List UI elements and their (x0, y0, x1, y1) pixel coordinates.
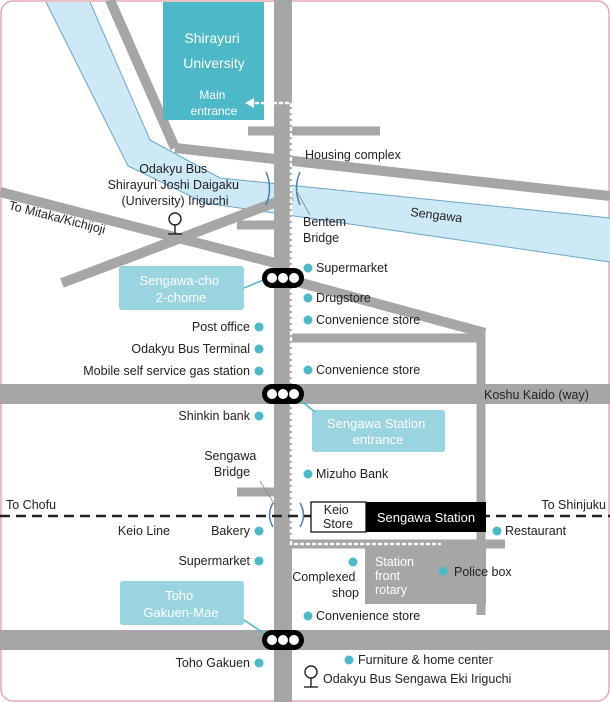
station-entrance-leader (299, 399, 316, 413)
supermarket-south-label: Supermarket (178, 554, 250, 568)
sengawa-bridge-leader (259, 480, 276, 506)
station-entrance-label: Sengawa Station entrance (327, 416, 429, 447)
main-entrance-label: Main entrance (191, 88, 238, 118)
convenience-store-2-label: Convenience store (316, 363, 420, 377)
to-chofu-label: To Chofu (6, 498, 56, 512)
convenience-store-3-label: Convenience store (316, 609, 420, 623)
rotary-label: Station front rotary (375, 555, 417, 597)
to-shinjuku-label: To Shinjuku (541, 498, 606, 512)
housing-complex-label: Housing complex (305, 148, 402, 162)
bentem-bridge-label: Bentem Bridge (303, 215, 350, 245)
toho-gakuen-mae-label: Toho Gakuen-Mae (143, 588, 218, 620)
bakery-label: Bakery (211, 524, 251, 538)
university-block (163, 2, 264, 120)
rotary-area (365, 548, 486, 604)
landmark-dot-icon (303, 293, 313, 303)
shinkin-bank-label: Shinkin bank (178, 409, 250, 423)
keio-line-label: Keio Line (118, 524, 170, 538)
sengawa-river (45, 1, 610, 263)
toho-leader (243, 619, 269, 637)
landmark-dot-icon (303, 611, 313, 621)
landmark-dot-icon (303, 469, 313, 479)
bentem-bridge-leader (295, 189, 311, 216)
odakyu-bus-eki-label: Odakyu Bus Sengawa Eki Iriguchi (323, 672, 511, 686)
landmark-dot-icon (438, 566, 448, 576)
landmark-dot-icon (348, 557, 358, 567)
bus-terminal-label: Odakyu Bus Terminal (131, 342, 250, 356)
gas-station-label: Mobile self service gas station (83, 364, 250, 378)
landmark-dot-icon (254, 366, 264, 376)
entrance-arrow-icon (245, 98, 254, 108)
bus-stop-icon (168, 212, 182, 235)
landmark-dot-icon (254, 658, 264, 668)
sengawa-cho-box (119, 266, 244, 310)
sengawa-cho-label: Sengawa-cho 2-chome (139, 273, 222, 305)
restaurant-label: Restaurant (505, 524, 567, 538)
station-entrance-box (312, 410, 445, 452)
landmark-dot-icon (254, 322, 264, 332)
keio-store-label: Keio Store (323, 503, 353, 531)
landmark-dot-icon (303, 365, 313, 375)
traffic-signal-icon (262, 268, 304, 288)
mizuho-bank-label: Mizuho Bank (316, 467, 389, 481)
landmark-dot-icon (344, 655, 354, 665)
walking-route (254, 101, 442, 546)
police-box-label: Police box (454, 565, 512, 579)
traffic-signal-icon (262, 630, 304, 650)
landmark-dot-icon (492, 526, 502, 536)
bentem-bridge (265, 171, 301, 206)
landmark-dot-icon (254, 344, 264, 354)
furniture-label: Furniture & home center (358, 653, 493, 667)
sengawa-station-box (366, 502, 486, 532)
diagonal-road (60, 191, 294, 288)
landmark-dot-icon (303, 315, 313, 325)
landmark-dot-icon (303, 263, 313, 273)
landmark-dots (254, 263, 502, 668)
sengawa-river-label: Sengawa (410, 205, 463, 225)
convenience-store-1-label: Convenience store (316, 313, 420, 327)
landmark-dot-icon (254, 526, 264, 536)
university-label: Shirayuri University (183, 30, 244, 71)
supermarket-north-label: Supermarket (316, 261, 388, 275)
toho-gakuen-label: Toho Gakuen (176, 656, 250, 670)
landmark-dot-icon (254, 411, 264, 421)
east-diagonal-road (281, 273, 487, 338)
northwest-road (105, 0, 180, 151)
river-road (174, 143, 610, 201)
sengawa-bridge-label: Sengawa Bridge (204, 449, 260, 479)
landmark-dot-icon (254, 556, 264, 566)
post-office-label: Post office (192, 320, 250, 334)
bus-stop-icon (304, 665, 318, 688)
mitaka-road (0, 187, 285, 270)
sengawa-bridge (268, 502, 305, 528)
complexed-shop-label: Complexed shop (292, 570, 359, 600)
drugstore-label: Drugstore (316, 291, 371, 305)
odakyu-bus-iriguchi-label: Odakyu Bus Shirayuri Joshi Daigaku (Univ… (108, 162, 243, 208)
sengawa-station-label: Sengawa Station (377, 510, 475, 525)
traffic-signal-icon (262, 384, 304, 404)
koshu-kaido-label: Koshu Kaido (way) (484, 388, 589, 402)
toho-gakuen-mae-box (120, 581, 244, 625)
